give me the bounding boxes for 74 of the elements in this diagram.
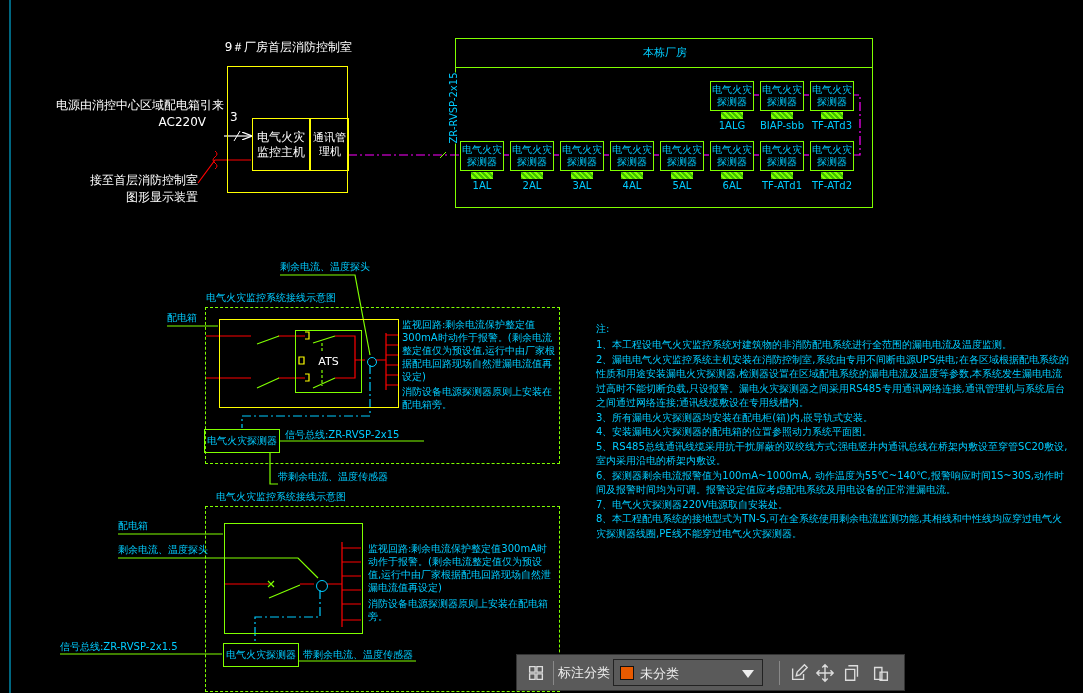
manager-box: 通讯管理机 <box>310 118 349 171</box>
note-text: 8、本工程配电系统的接地型式为TN-S,可在全系统使用剩余电流监测功能,其相线和中性线均应穿过电气火灾探测器线圈,PE线不能穿过电气火灾探测器。 <box>596 512 1064 541</box>
signal-line <box>278 440 425 442</box>
callout-text: 电源由消控中心区域配电箱引来 <box>55 97 224 114</box>
bus-line <box>802 154 810 156</box>
note-text: 2、漏电电气火灾监控系统主机安装在消防控制室,系统由专用不间断电源UPS供电;在各区域根据配电系统的性质和用途安装漏电火灾探测器,检测器设置在区域配电系统的漏电电流及温度等参数,本系统发生漏电电流过高时不能切断负载,只设报警。漏电火灾探测器之间采用RS485专用通讯网络连接,通讯管理机与系统后台之间通过网络连接;通讯线缆敷设在专用线槽内。 <box>596 352 1070 410</box>
frame-title: 电气火灾监控系统接线示意图 <box>206 291 337 305</box>
callout-text: 配电箱 <box>118 519 150 534</box>
note-text: 7、电气火灾探测器220V电源取自安装处。 <box>596 497 790 512</box>
callout-text: 带剩余电流、温度传感器 <box>303 648 417 662</box>
voltage-label: AC220V <box>157 113 206 131</box>
detector-box: 电气火灾探测器 <box>760 141 804 171</box>
note-text: 消防设备电源探测器原则上安装在配电箱旁。 <box>402 385 553 411</box>
callout-text: 剩余电流、温度探头 <box>280 260 384 275</box>
bus-line <box>602 154 610 156</box>
callout-text: 带剩余电流、温度传感器 <box>278 470 392 484</box>
signal-line <box>59 653 223 655</box>
frame-title: 电气火灾监控系统接线示意图 <box>216 490 347 504</box>
ats-box: ATS <box>295 330 362 393</box>
distribution-box <box>219 319 399 408</box>
leader-line <box>279 274 371 356</box>
detector-box: 电气火灾探测器 <box>560 141 604 171</box>
note-text: 3、所有漏电火灾探测器均安装在配电柜(箱)内,嵌导轨式安装。 <box>596 410 875 425</box>
detector-box: 电气火灾探测器 <box>223 643 299 667</box>
callout-text: 接至首层消防控制室图形显示装置 <box>86 172 198 210</box>
bus-line <box>852 94 861 156</box>
bus-line <box>652 154 660 156</box>
note-text: 6、探测器剩余电流报警值为100mA~1000mA, 动作温度为55℃~140℃,报警响应时间1S~30S,动作时间及报警时间均为可调。报警设定值应考虑配电系统及用电设备的正常泄漏电流。 <box>596 468 1065 497</box>
cable-label: ZR-RVSP-2x15 <box>447 72 460 144</box>
leader-line <box>117 533 224 535</box>
category-dropdown: 未分类 <box>613 659 763 686</box>
bus-line <box>752 94 760 96</box>
wire-count: 3 <box>230 110 239 126</box>
bus-line <box>502 154 510 156</box>
detector-box: 电气火灾探测器 <box>610 141 654 171</box>
detector-box: 电气火灾探测器 <box>710 81 754 111</box>
signal-line <box>254 589 321 643</box>
note-text: 监视回路:剩余电流保护整定值300mA时动作于报警。(剩余电流整定值仅为预设值,运行中由厂家根据配电回路现场自然泄漏电流值再设定) <box>402 318 557 383</box>
leader-line <box>117 557 319 579</box>
bus-line <box>752 154 760 156</box>
category-label: 标注分类 <box>558 664 610 682</box>
note-text: 4、安装漏电火灾探测器的配电箱的位置参照动力系统平面图。 <box>596 425 874 439</box>
callout-text: 信号总线:ZR-RVSP-2x15 <box>285 428 425 442</box>
leader-line <box>269 451 279 485</box>
leader-line <box>297 660 417 662</box>
leader-line <box>197 159 252 184</box>
leader-line <box>166 325 219 327</box>
distribution-box <box>224 523 363 634</box>
note-text: 监视回路:剩余电流保护整定值300mA时动作于报警。(剩余电流整定值仅为预设值,运行中由厂家根据配电回路现场自然泄漏电流值再设定) <box>368 542 553 594</box>
frame-title: 9＃厂房首层消防控制室 <box>223 39 354 56</box>
detector-box: 电气火灾探测器 <box>660 141 704 171</box>
frame-title: 本栋厂房 <box>642 45 688 60</box>
bus-line <box>552 154 560 156</box>
detector-box: 电气火灾探测器 <box>810 141 854 171</box>
bus-line <box>702 154 710 156</box>
detector-box: 电气火灾探测器 <box>204 429 280 453</box>
building-frame <box>455 38 873 208</box>
detector-box: 电气火灾探测器 <box>710 141 754 171</box>
detector-box: 电气火灾探测器 <box>810 81 854 111</box>
bus-line <box>802 94 810 96</box>
detector-box: 电气火灾探测器 <box>760 81 804 111</box>
bus-line <box>347 154 460 156</box>
arrow <box>223 131 253 141</box>
note-text: 5、RS485总线通讯线缆采用抗干扰屏蔽的双绞线方式;强电竖井内通讯总线在桥架内敷设至穿管SC20敷设,室内采用沿电的桥架内敷设。 <box>596 439 1069 468</box>
callout-text: 信号总线:ZR-RVSP-2x1.5 <box>60 640 210 654</box>
callout-text: 剩余电流、温度探头 <box>118 543 214 558</box>
signal-line <box>241 364 371 429</box>
detector-box: 电气火灾探测器 <box>460 141 504 171</box>
callout-text: 配电箱 <box>167 311 199 326</box>
host-box: 电气火灾监控主机 <box>252 118 310 171</box>
detector-box: 电气火灾探测器 <box>510 141 554 171</box>
note-text: 1、本工程设电气火灾监控系统对建筑物的非消防配电系统进行全范围的漏电电流及温度监测。 <box>596 338 1014 352</box>
note-heading: 注: <box>596 322 611 335</box>
note-text: 消防设备电源探测器原则上安装在配电箱旁。 <box>368 597 549 623</box>
